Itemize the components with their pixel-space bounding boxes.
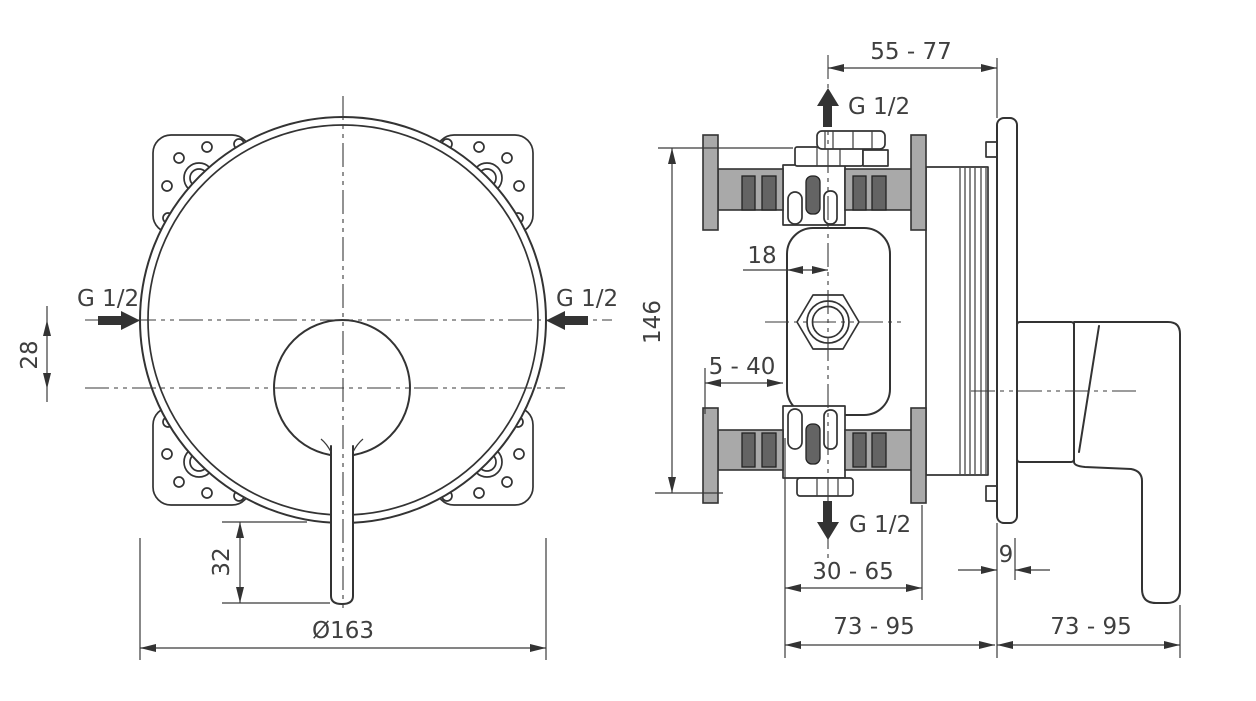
dim-rail-adjust-label: 5 - 40 [709,354,776,380]
inlet-left-label: G 1/2 [77,286,139,312]
dim-inlet-offset: 28 [17,306,51,402]
top-outlet-fitting [794,130,889,167]
dim-plate-diameter-label: Ø163 [312,618,374,644]
dim-rail-adjust: 5 - 40 [704,354,783,414]
bottom-anchor-left [702,407,719,504]
inlet-arrow-left [98,311,140,330]
dim-center-to-face: 18 [743,243,828,274]
bottom-inlet-fitting [796,477,854,497]
dim-plate-thickness: 9 [958,538,1050,580]
top-anchor-right [910,134,927,231]
dim-body-height-label: 146 [640,300,666,344]
handle-lever-front [320,438,364,605]
dim-body-height: 146 [640,147,793,494]
bottom-anchor-right [910,407,927,504]
top-fixing-assembly [702,130,927,231]
lever-parting-line [1078,325,1100,453]
dim-plate-thickness-label: 9 [999,542,1014,568]
outlet-top-label: G 1/2 [848,94,910,120]
inlet-right-label: G 1/2 [556,286,618,312]
inlet-arrow-bottom [817,501,839,540]
threaded-sleeve [925,141,998,502]
dim-body-to-wall: 30 - 65 [784,438,923,658]
dim-body-to-wall-label: 30 - 65 [812,559,893,585]
bottom-fixing-assembly [702,405,927,504]
inlet-bottom-label: G 1/2 [849,512,911,538]
dim-trim-projection-label: 73 - 95 [1050,614,1131,640]
top-anchor-left [702,134,719,231]
wall-plate-side [996,117,1018,524]
dim-outlet-to-wall: 55 - 77 [828,39,998,658]
inlet-arrow-right [546,311,588,330]
dim-plate-diameter: Ø163 [139,538,547,660]
dim-rough-in-depth: 73 - 95 [785,614,995,649]
dim-lever-length-label: 32 [209,547,235,576]
section-view: G 1/2 G 1/2 55 - 77 146 18 [640,39,1181,658]
dim-trim-projection: 73 - 95 [997,605,1181,658]
front-view: G 1/2 G 1/2 28 32 Ø163 [17,96,618,660]
dim-rough-in-depth-label: 73 - 95 [833,614,914,640]
handle-lever-side [1073,321,1181,604]
dim-lever-length: 32 [209,521,330,604]
outlet-arrow-top [817,88,839,127]
dim-center-to-face-label: 18 [747,243,776,269]
dim-outlet-to-wall-label: 55 - 77 [870,39,951,65]
handle-escutcheon-side [1016,321,1075,463]
dim-inlet-offset-label: 28 [17,340,43,369]
